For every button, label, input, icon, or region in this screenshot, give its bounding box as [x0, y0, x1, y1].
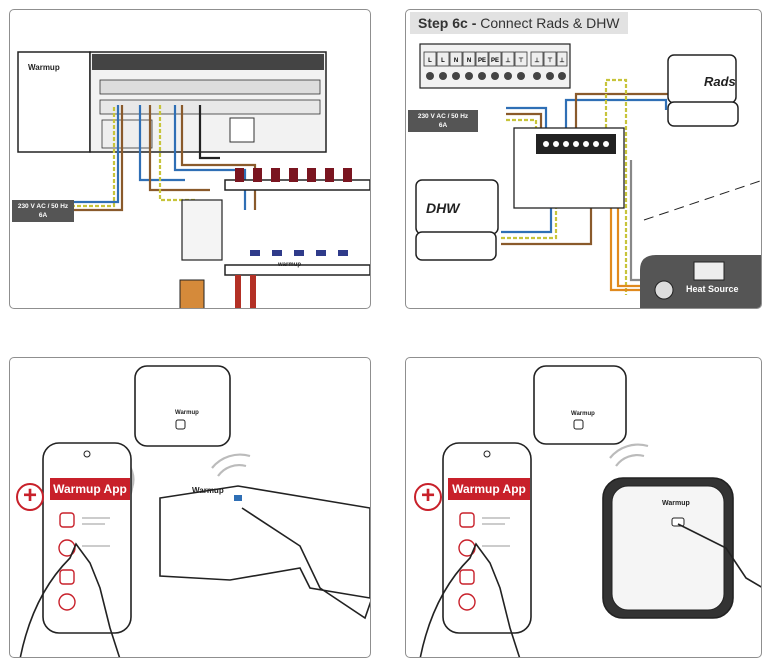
- pair-thermostat-diagram: [419, 365, 761, 657]
- gateway-icon: [134, 365, 231, 447]
- wiring-centre-cover: [17, 51, 91, 153]
- terminal-label: ⊥: [534, 57, 539, 64]
- brand-logo: Warmup: [28, 63, 60, 72]
- dhw-label: DHW: [426, 200, 460, 216]
- terminal-label: ⊤: [547, 57, 552, 64]
- step-title: Connect Rads & DHW: [480, 15, 620, 31]
- wiring-centre-device: [159, 485, 370, 599]
- hand-icon: [19, 507, 370, 657]
- terminal-label: PE: [478, 58, 486, 64]
- terminal-label: L: [441, 58, 445, 64]
- terminal-label: N: [454, 58, 458, 64]
- wiring-centre-top-strip: [92, 54, 324, 70]
- terminal-blocks: [99, 79, 321, 149]
- heat-source-label: Heat Source: [686, 284, 739, 294]
- heat-source: [640, 180, 761, 308]
- device-brand: Warmup: [192, 486, 224, 495]
- manifold: [179, 168, 370, 308]
- power-supply-label: 230 V AC / 50 Hz 6A: [12, 200, 74, 222]
- rads-label: Rads: [704, 74, 736, 89]
- wiring-overview-panel: Warmup warmup 230 V AC / 50 Hz 6A: [9, 9, 371, 309]
- pair-thermostat-panel: Warmup Warmup Warmup App +: [405, 357, 762, 658]
- phone-icon: [442, 442, 532, 634]
- plus-icon[interactable]: +: [414, 483, 442, 511]
- wiring-overview-diagram: [17, 51, 370, 308]
- terminal-label: ⊥: [559, 57, 564, 64]
- terminal-label: N: [467, 58, 471, 64]
- manifold-brand: warmup: [278, 262, 302, 268]
- thermostat-icon: [602, 477, 734, 619]
- rads-actuator: [667, 54, 739, 127]
- gateway-brand: Warmup: [175, 410, 199, 416]
- gateway-icon: [533, 365, 627, 445]
- step-6c-panel: L L N N PE PE ⊥ ⊤ ⊥ ⊤ ⊥ Step 6c - Connect Rads & D…: [405, 9, 762, 309]
- phone-icon: [42, 442, 132, 634]
- terminal-label: L: [428, 58, 432, 64]
- terminal-strip: [419, 43, 571, 89]
- terminal-label: ⊤: [518, 57, 523, 64]
- pair-wiring-centre-diagram: [19, 365, 370, 657]
- device-brand: Warmup: [662, 500, 690, 507]
- step-number: Step 6c -: [418, 15, 477, 31]
- supply-current: 6A: [438, 122, 448, 129]
- supply-current: 6A: [38, 212, 48, 219]
- supply-voltage: 230 V AC / 50 Hz: [417, 113, 469, 120]
- pair-wiring-centre-panel: Warmup Warmup Warmup App +: [9, 357, 371, 658]
- hand-icon: [419, 523, 761, 657]
- plus-icon[interactable]: +: [16, 483, 44, 511]
- gateway-brand: Warmup: [571, 411, 595, 417]
- step-header: Step 6c - Connect Rads & DHW: [410, 12, 628, 34]
- supply-voltage: 230 V AC / 50 Hz: [17, 203, 69, 210]
- power-supply-label: 230 V AC / 50 Hz 6A: [408, 110, 478, 132]
- dhw-actuator: [415, 179, 499, 261]
- step-6c-diagram: L L N N PE PE ⊥ ⊤ ⊥ ⊤ ⊥: [415, 43, 761, 308]
- terminal-label: ⊥: [505, 57, 510, 64]
- terminal-label: PE: [491, 58, 499, 64]
- app-title-bar: Warmup App: [50, 478, 130, 500]
- app-title-bar: Warmup App: [448, 478, 530, 500]
